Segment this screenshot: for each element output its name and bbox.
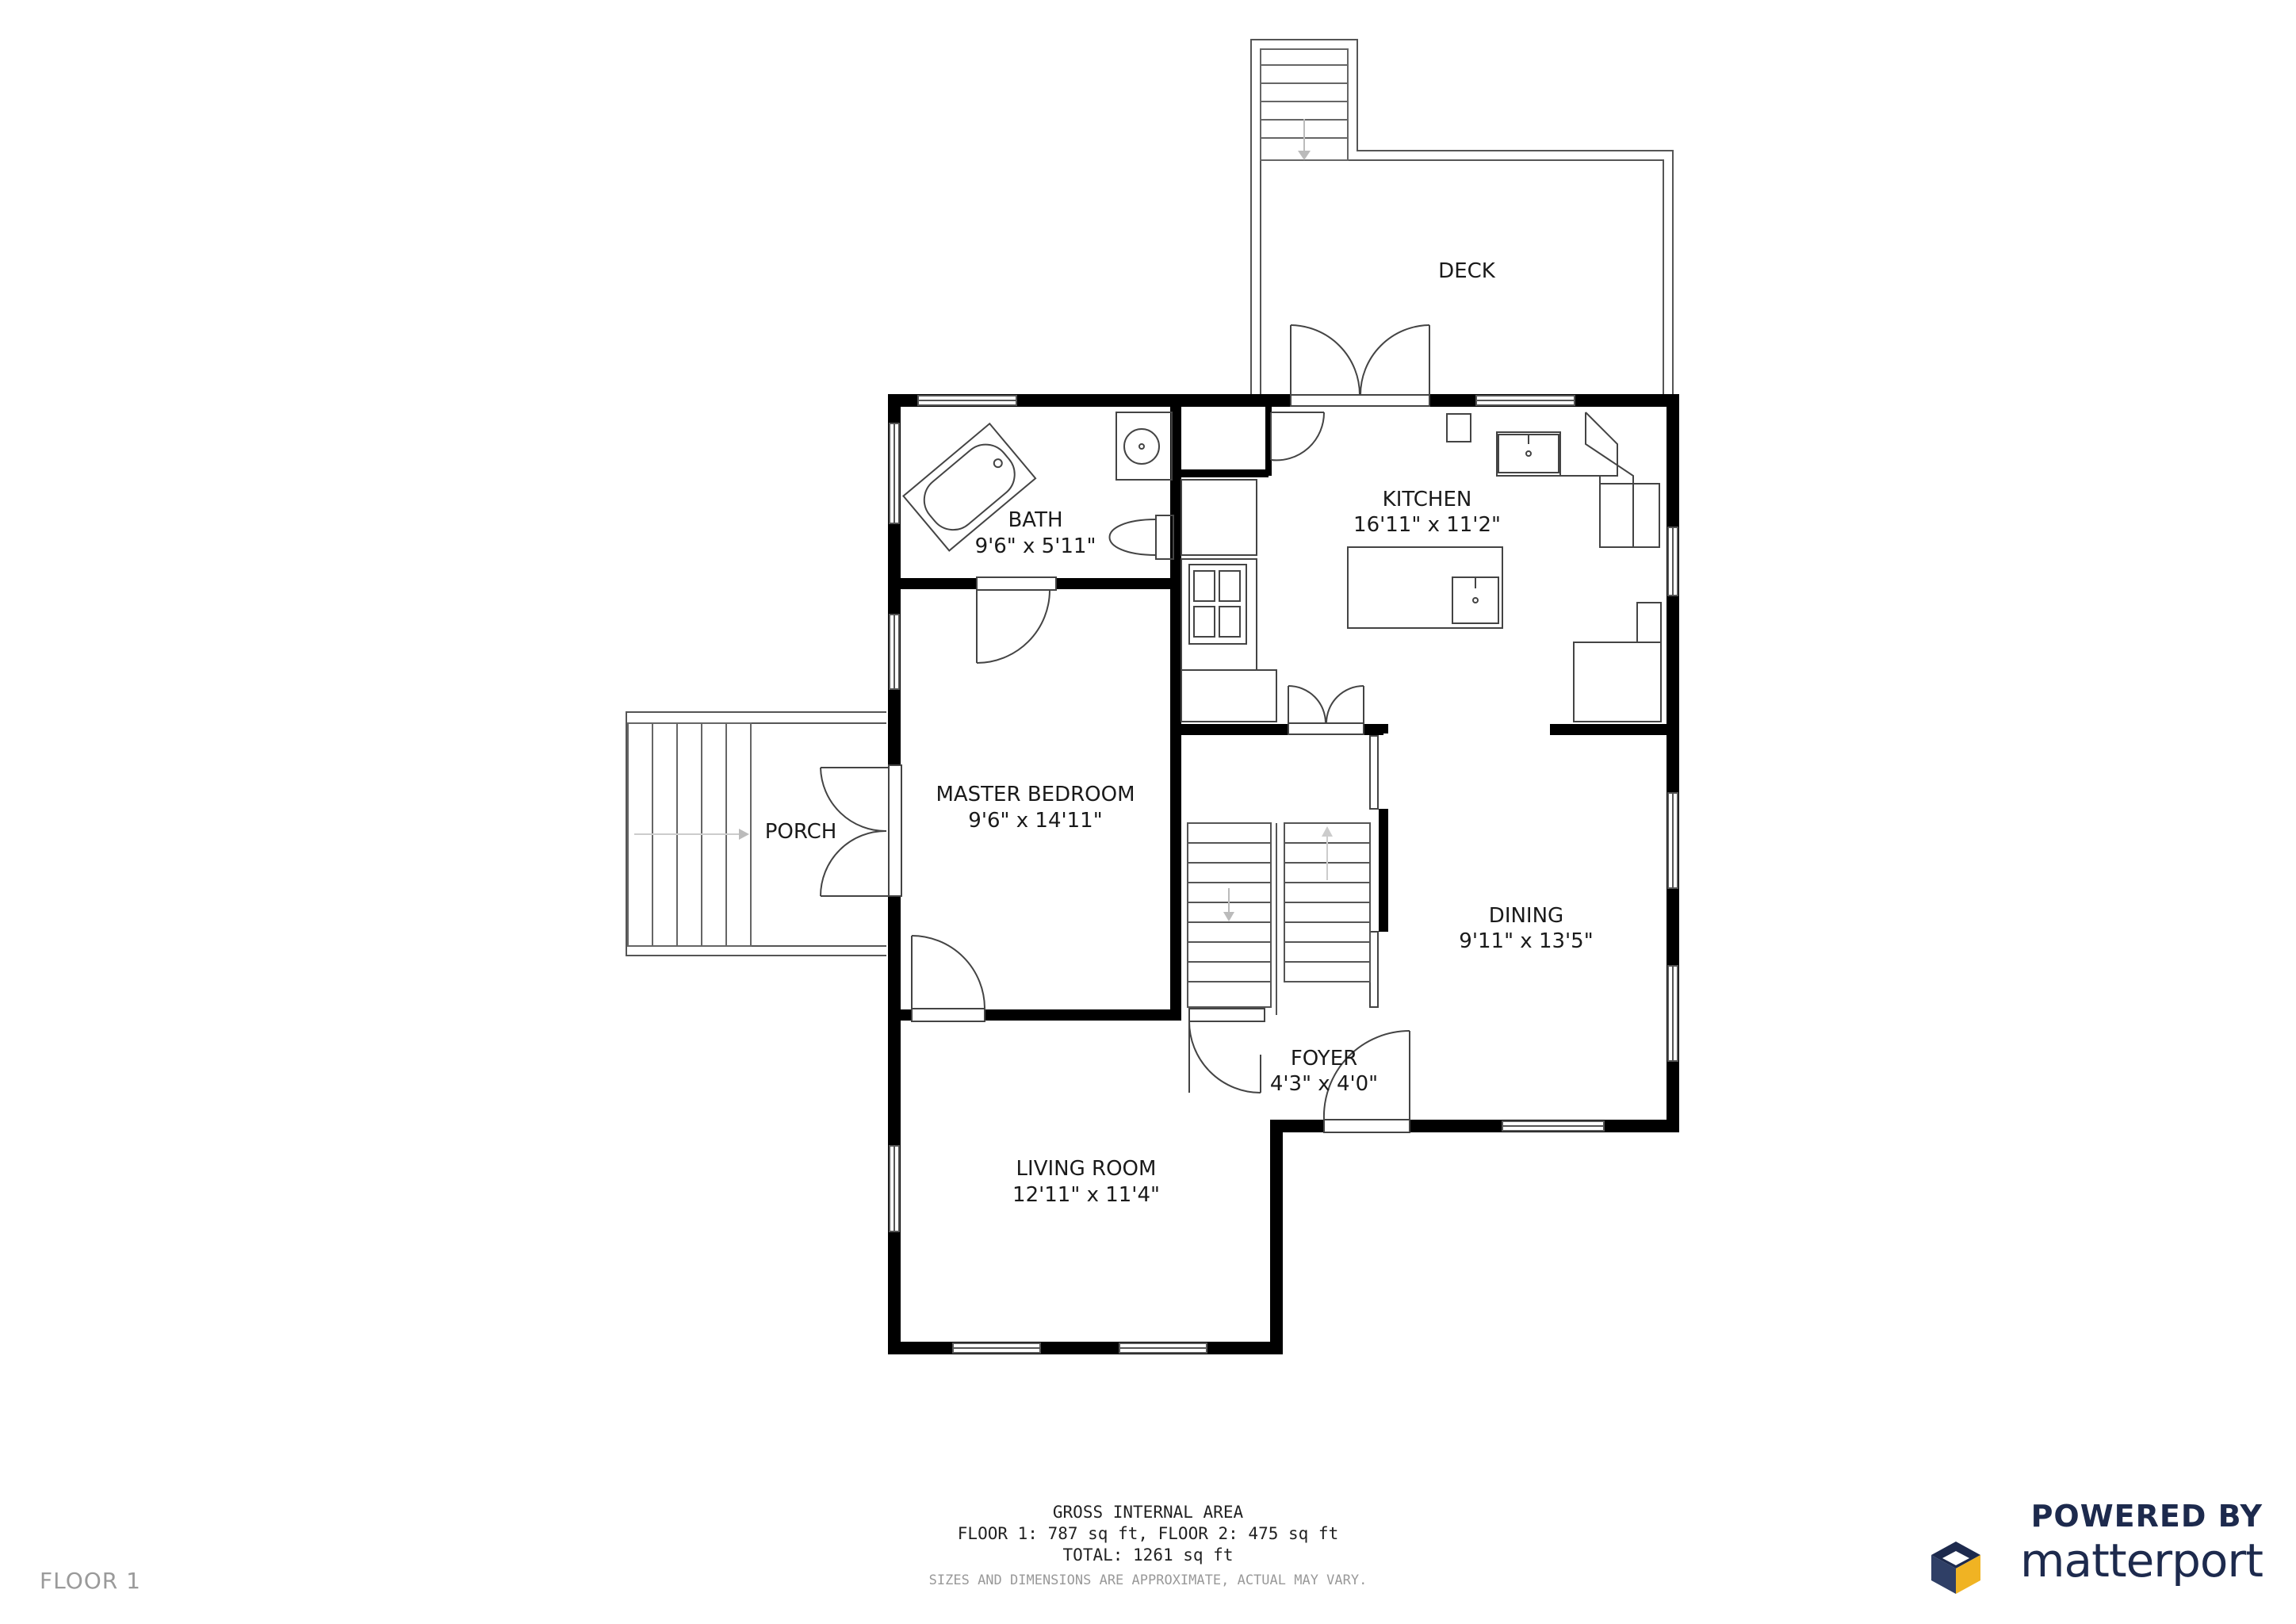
- kitchen-size: 16'11" x 11'2": [1353, 513, 1501, 537]
- deck-outline: [1250, 39, 1674, 400]
- kitchen-cabinets: [1181, 412, 1662, 722]
- bath-name: BATH: [1008, 508, 1062, 532]
- toilet: [1108, 515, 1174, 560]
- interior-walls: [894, 400, 1679, 1021]
- living-room-size: 12'11" x 11'4": [1012, 1183, 1160, 1207]
- disclaimer: SIZES AND DIMENSIONS ARE APPROXIMATE, AC…: [928, 1572, 1368, 1588]
- deck-stairs: [1260, 48, 1349, 161]
- floor-label: FLOOR 1: [40, 1568, 141, 1594]
- gross-area-title: GROSS INTERNAL AREA: [1052, 1503, 1244, 1522]
- kitchen-sink: [1498, 434, 1559, 473]
- dining-size: 9'11" x 13'5": [1459, 929, 1593, 953]
- matterport-cube-icon: [1931, 1542, 1980, 1594]
- bath-sink: [1115, 412, 1173, 481]
- kitchen-island: [1347, 546, 1503, 629]
- master-bedroom-name: MASTER BEDROOM: [936, 783, 1135, 806]
- powered-by-text: POWERED BY: [2030, 1499, 2263, 1534]
- room-labels: DECK KITCHEN 16'11" x 11'2" BATH 9'6" x …: [765, 259, 1594, 1207]
- bathtub: [902, 422, 1037, 552]
- foyer-size: 4'3" x 4'0": [1270, 1072, 1378, 1096]
- porch-stairs: [627, 722, 752, 947]
- foyer-name: FOYER: [1291, 1047, 1357, 1071]
- bath-size: 9'6" x 5'11": [975, 534, 1096, 558]
- matterport-brand: POWERED BY matterport: [1930, 1499, 2263, 1594]
- kitchen-name: KITCHEN: [1383, 488, 1472, 511]
- matterport-wordmark: matterport: [2020, 1534, 2263, 1588]
- porch-name: PORCH: [765, 820, 837, 844]
- floor-areas: FLOOR 1: 787 sq ft, FLOOR 2: 475 sq ft: [957, 1524, 1339, 1543]
- doors: [820, 324, 1430, 1133]
- interior-stairs: [1187, 822, 1371, 1015]
- windows: [889, 395, 1678, 1354]
- master-bedroom-size: 9'6" x 14'11": [968, 809, 1102, 833]
- dining-name: DINING: [1489, 904, 1563, 928]
- porch-outline: [626, 711, 886, 956]
- total-area: TOTAL: 1261 sq ft: [1062, 1545, 1234, 1565]
- living-room-name: LIVING ROOM: [1016, 1157, 1157, 1181]
- kitchen-stove: [1188, 564, 1247, 645]
- deck-name: DECK: [1438, 259, 1496, 283]
